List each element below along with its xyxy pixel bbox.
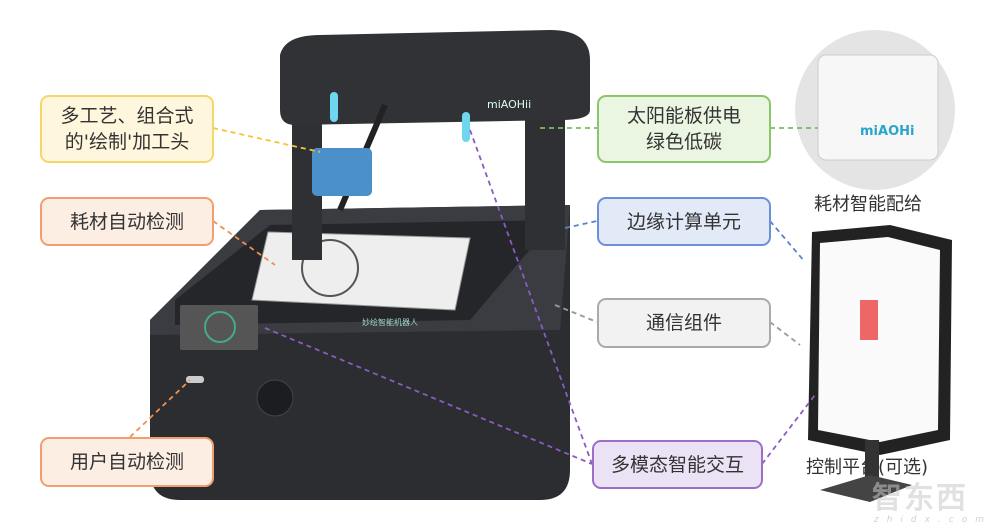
callout-user-detect: 用户自动检测 — [40, 437, 214, 487]
caption-consumable-supply: 耗材智能配给 — [814, 194, 922, 215]
callout-process-head: 多工艺、组合式 的'绘制'加工头 — [40, 95, 214, 163]
top-frame — [280, 30, 590, 125]
device-screen-text: 妙绘智能机器人 — [362, 318, 418, 327]
callout-text: 多工艺、组合式 — [60, 105, 194, 127]
watermark-url: zhidx.com — [874, 515, 993, 525]
svg-text:miAOHi: miAOHi — [860, 124, 914, 139]
callout-text: 耗材自动检测 — [69, 210, 184, 233]
callout-text: 绿色低碳 — [645, 131, 722, 153]
callout-interaction: 多模态智能交互 — [592, 440, 763, 489]
callout-consumable-detect: 耗材自动检测 — [40, 197, 214, 246]
brand-logo: miAOHii — [487, 98, 531, 111]
callout-solar: 太阳能板供电 绿色低碳 — [597, 95, 771, 163]
round-button — [256, 379, 294, 417]
callout-text: 的'绘制'加工头 — [64, 131, 190, 153]
touch-screen — [180, 305, 258, 350]
callout-edge-compute: 边缘计算单元 — [597, 197, 771, 246]
callout-text: 多模态智能交互 — [610, 453, 744, 476]
paper-sheet — [251, 231, 471, 311]
callout-comm: 通信组件 — [597, 298, 771, 348]
callout-text: 用户自动检测 — [69, 451, 184, 473]
callout-text: 通信组件 — [645, 312, 722, 334]
watermark: 智东西 — [872, 481, 968, 516]
callout-text: 太阳能板供电 — [626, 105, 741, 127]
caption-control-platform: 控制平台(可选) — [806, 457, 929, 478]
process-head — [312, 148, 372, 196]
sensor — [186, 376, 204, 383]
callout-text: 边缘计算单元 — [626, 210, 741, 233]
